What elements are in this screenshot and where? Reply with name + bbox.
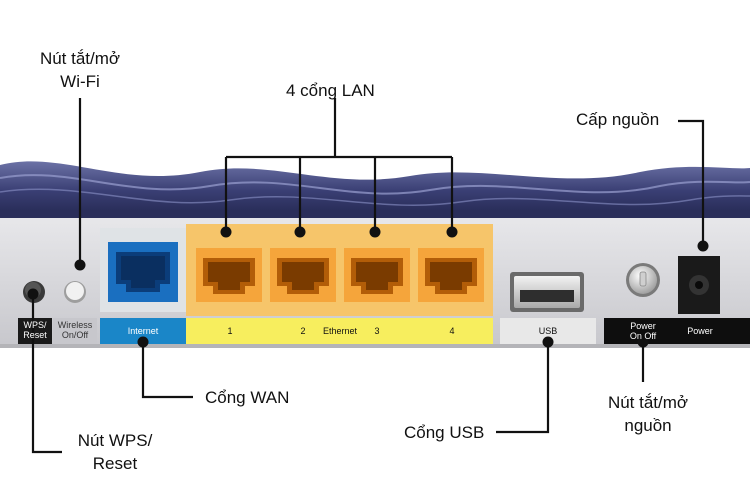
callout-usb-port: Cổng USB [404, 423, 485, 442]
power-button [626, 263, 660, 297]
lan-number-1: 1 [227, 326, 233, 336]
lan-number-4: 4 [449, 326, 455, 336]
wireless-plate [53, 318, 97, 344]
usb-label: USB [538, 326, 558, 336]
power-jack [678, 256, 720, 314]
callout-lan-ports: 4 cổng LAN [286, 81, 375, 100]
callout-wan-port: Cổng WAN [205, 388, 290, 407]
callout-power-port: Cấp nguồn [576, 110, 660, 129]
wps-reset-label: WPS/ Reset [23, 320, 47, 340]
callout-wifi-button: Nút tắt/mở Wi-Fi [39, 49, 121, 91]
power-label: Power [687, 326, 713, 336]
power-onoff-label: Power On Off [629, 321, 657, 341]
wireless-button [64, 281, 86, 303]
lan-port-3 [344, 248, 410, 302]
power-plate [604, 318, 750, 344]
ethernet-band [186, 318, 493, 344]
wps-reset-plate [18, 318, 52, 344]
callout-dots [27, 226, 709, 348]
internet-label: Internet [127, 326, 159, 336]
callout-power-button: Nút tắt/mở nguồn [607, 393, 689, 435]
lan-port-2 [270, 248, 336, 302]
lan-number-3: 3 [374, 326, 380, 336]
wan-port [108, 242, 178, 302]
lan-port-4 [418, 248, 484, 302]
callout-lines [31, 98, 705, 454]
lan-number-2: 2 [300, 326, 306, 336]
wireless-label: Wireless On/Off [57, 320, 93, 340]
lan-port-1 [196, 248, 262, 302]
usb-port [510, 272, 584, 312]
callout-wps-reset: Nút WPS/ Reset [77, 431, 153, 473]
ethernet-label: Ethernet [322, 326, 358, 336]
